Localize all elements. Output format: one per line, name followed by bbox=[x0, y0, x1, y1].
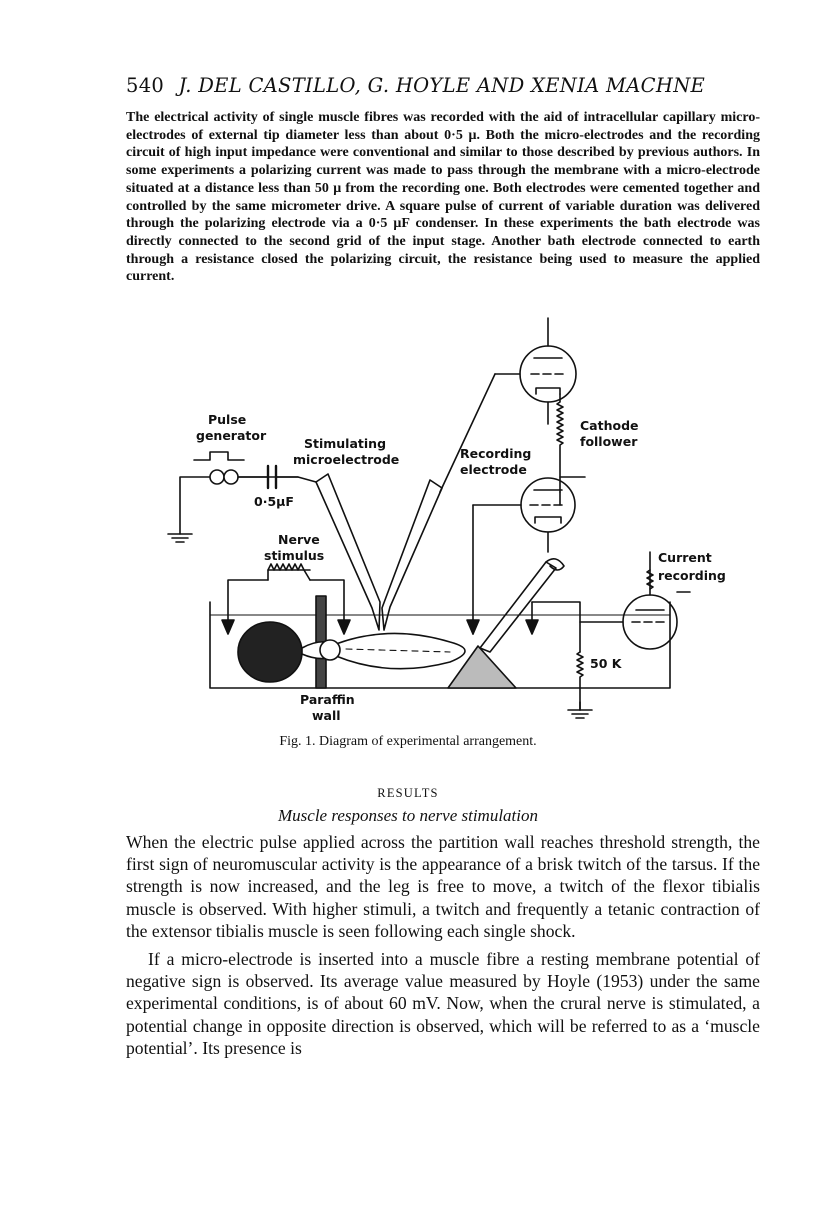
label-microelectrode: microelectrode bbox=[293, 452, 399, 467]
recording-pipette bbox=[381, 479, 443, 631]
label-stimulating: Stimulating bbox=[304, 436, 386, 451]
label-capacitor: 0·5μF bbox=[254, 494, 294, 509]
body-text: When the electric pulse applied across t… bbox=[126, 831, 760, 1059]
label-follower: follower bbox=[580, 434, 638, 449]
label-electrode: electrode bbox=[460, 462, 527, 477]
label-current: Current bbox=[658, 550, 712, 565]
page-number: 540 bbox=[126, 74, 165, 97]
figure-caption: Fig. 1. Diagram of experimental arrangem… bbox=[279, 734, 537, 749]
label-pulse: Pulse bbox=[208, 412, 246, 427]
section-heading: RESULTS bbox=[377, 786, 439, 800]
label-resistor: 50 K bbox=[590, 656, 623, 671]
label-nerve: Nerve bbox=[278, 532, 320, 547]
label-recording-current: recording bbox=[658, 568, 726, 583]
body-paragraph: When the electric pulse applied across t… bbox=[126, 832, 760, 941]
resistor-50k bbox=[576, 651, 584, 711]
running-authors: J. DEL CASTILLO, G. HOYLE AND XENIA MACH… bbox=[178, 74, 706, 97]
running-header: 540 J. DEL CASTILLO, G. HOYLE AND XENIA … bbox=[126, 74, 766, 104]
nerve-stimulus-coil bbox=[267, 563, 311, 581]
experimental-diagram: Pulse generator 0·5μF Stimulating microe… bbox=[150, 312, 740, 732]
label-generator: generator bbox=[196, 428, 267, 443]
section-subheading: Muscle responses to nerve stimulation bbox=[278, 806, 538, 825]
diagram-svg: Pulse generator 0·5μF Stimulating microe… bbox=[167, 317, 726, 723]
upper-valve bbox=[494, 317, 577, 425]
label-recording: Recording bbox=[460, 446, 531, 461]
label-wall: wall bbox=[312, 708, 341, 723]
methods-paragraph: The electrical activity of single muscle… bbox=[126, 110, 760, 285]
label-stimulus: stimulus bbox=[264, 548, 324, 563]
label-paraffin: Paraffin bbox=[300, 692, 355, 707]
bath bbox=[209, 601, 671, 689]
body-paragraph: If a micro-electrode is inserted into a … bbox=[126, 949, 760, 1058]
lower-valve bbox=[472, 477, 576, 628]
cathode-resistor bbox=[556, 393, 564, 493]
current-recording-valve bbox=[579, 551, 691, 650]
pulse-symbol bbox=[193, 451, 245, 461]
label-cathode: Cathode bbox=[580, 418, 639, 433]
stimulating-pipette bbox=[315, 473, 381, 631]
